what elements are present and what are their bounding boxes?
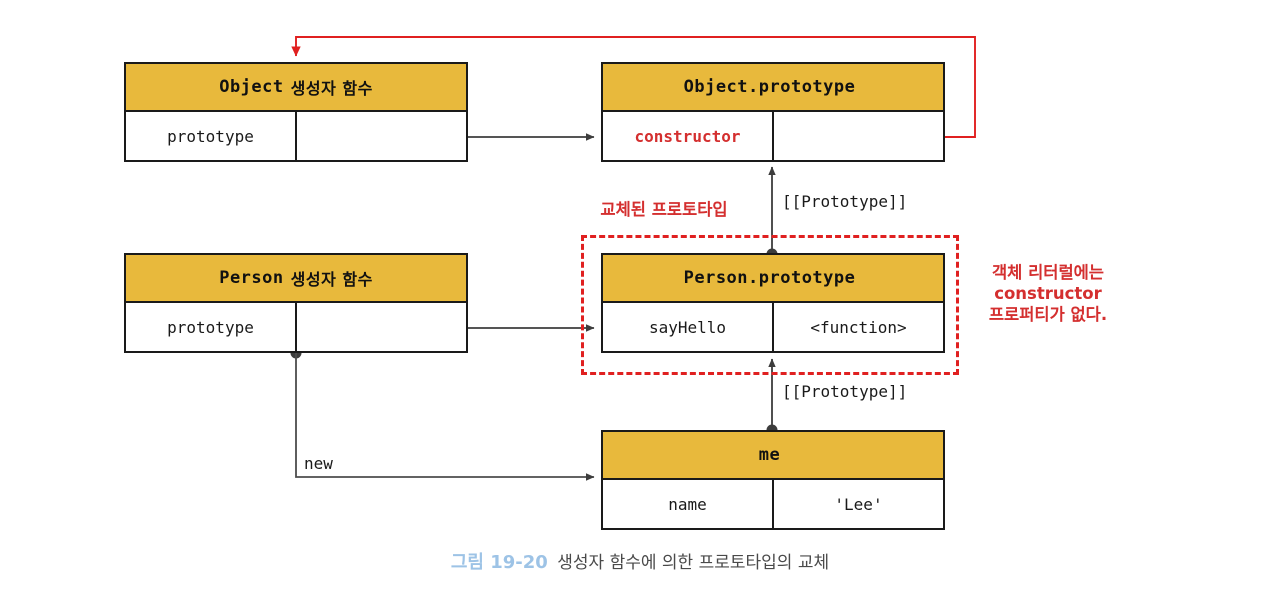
box-me-object-header-mono: me (758, 445, 781, 465)
cell-person-prototype-value (295, 303, 466, 351)
box-object-constructor-row: prototype (126, 112, 466, 160)
cell-name-key: name (668, 494, 707, 514)
box-object-prototype-row: constructor (603, 112, 943, 160)
box-person-prototype[interactable]: Person.prototype sayHello <function> (601, 253, 945, 353)
box-object-prototype-header-mono: Object.prototype (683, 77, 856, 97)
box-object-constructor-header-mono: Object (219, 77, 284, 97)
box-object-constructor-header-kor: 생성자 함수 (290, 79, 373, 98)
cell-person-prototype-key: prototype (167, 317, 254, 337)
cell-constructor-key: constructor (634, 126, 741, 146)
figure-number: 그림 19-20 (450, 552, 548, 573)
box-object-constructor[interactable]: Object 생성자 함수 prototype (124, 62, 468, 162)
cell-constructor-value (772, 112, 943, 160)
box-person-constructor[interactable]: Person 생성자 함수 prototype (124, 253, 468, 353)
replaced-prototype-highlight (581, 235, 959, 375)
label-replaced-prototype: 교체된 프로토타입 (600, 200, 728, 219)
cell-sayhello-key: sayHello (648, 317, 727, 337)
figure-caption-text: 생성자 함수에 의한 프로토타입의 교체 (557, 553, 830, 573)
label-no-constructor-note: 객체 리터럴에는 constructor 프로퍼티가 없다. (963, 262, 1133, 325)
cell-object-prototype-key: prototype (167, 126, 254, 146)
cell-object-prototype-value (295, 112, 466, 160)
box-person-prototype-header: Person.prototype (603, 255, 943, 303)
box-person-constructor-header: Person 생성자 함수 (126, 255, 466, 303)
figure-caption: 그림 19-20 생성자 함수에 의한 프로토타입의 교체 (0, 548, 1280, 574)
box-person-constructor-header-kor: 생성자 함수 (290, 270, 373, 289)
box-person-constructor-header-mono: Person (219, 268, 284, 288)
wire-new-instance (290, 347, 595, 481)
cell-name-value: 'Lee' (772, 480, 943, 528)
label-no-constructor-line3: 프로퍼티가 없다. (988, 305, 1108, 324)
box-me-object-header: me (603, 432, 943, 480)
box-object-constructor-header: Object 생성자 함수 (126, 64, 466, 112)
label-new-operator: new (304, 454, 333, 473)
cell-sayhello-value: <function> (772, 303, 943, 351)
box-person-prototype-header-mono: Person.prototype (683, 268, 856, 288)
label-prototype-link-lower: [[Prototype]] (782, 382, 908, 401)
box-me-object[interactable]: me name 'Lee' (601, 430, 945, 530)
box-object-prototype-header: Object.prototype (603, 64, 943, 112)
label-no-constructor-line1: 객체 리터럴에는 (991, 263, 1104, 282)
box-person-constructor-row: prototype (126, 303, 466, 351)
box-person-prototype-row: sayHello <function> (603, 303, 943, 351)
label-no-constructor-line2: constructor (994, 284, 1102, 303)
label-prototype-link-upper: [[Prototype]] (782, 192, 908, 211)
box-object-prototype[interactable]: Object.prototype constructor (601, 62, 945, 162)
box-me-object-row: name 'Lee' (603, 480, 943, 528)
